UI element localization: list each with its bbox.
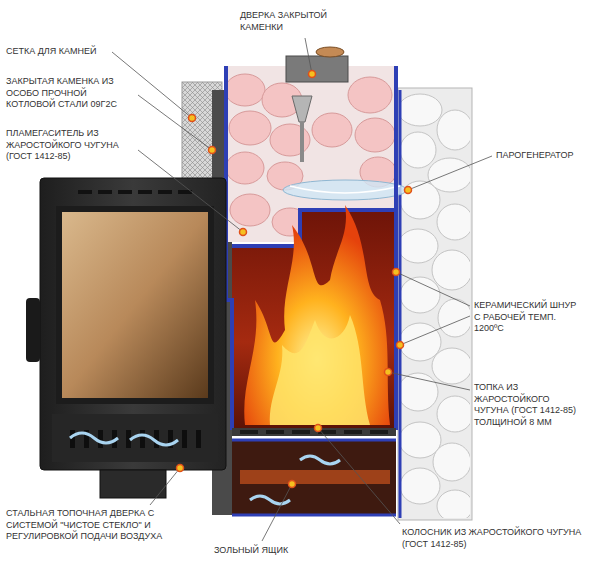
callout-label: СТАЛЬНАЯ ТОПОЧНАЯ ДВЕРКА С СИСТЕМОЙ "ЧИС…: [6, 508, 176, 543]
callout-label: ТОПКА ИЗ ЖАРОСТОЙКОГО ЧУГУНА (ГОСТ 1412-…: [474, 382, 584, 429]
callout-label: КЕРАМИЧЕСКИЙ ШНУР С РАБОЧЕЙ ТЕМП. 1200ºС: [474, 300, 584, 335]
callout-label: КОЛОСНИК ИЗ ЖАРОСТОЙКОГО ЧУГУНА (ГОСТ 14…: [402, 527, 584, 550]
callout-label: СЕТКА ДЛЯ КАМНЕЙ: [6, 46, 110, 58]
callout-label: ЗОЛЬНЫЙ ЯЩИК: [214, 545, 314, 557]
callout-label: ЗАКРЫТАЯ КАМЕНКА ИЗ ОСОБО ПРОЧНОЙ КОТЛОВ…: [6, 76, 134, 111]
callout-label: ПЛАМЕГАСИТЕЛЬ ИЗ ЖАРОСТОЙКОГО ЧУГУНА (ГО…: [6, 128, 134, 163]
callout-label: ДВЕРКА ЗАКРЫТОЙ КАМЕНКИ: [240, 10, 332, 33]
callout-label: ПАРОГЕНЕРАТОР: [496, 150, 584, 162]
